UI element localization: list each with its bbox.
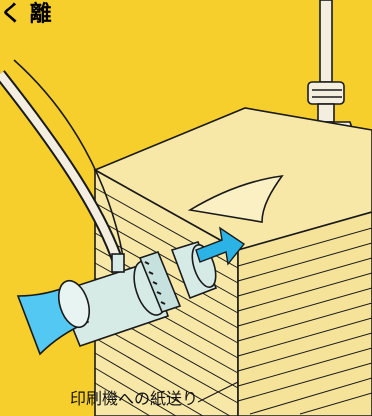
illustration-caption: 印刷機への紙送り xyxy=(70,386,198,412)
air-hose xyxy=(0,60,124,262)
paper-stack xyxy=(95,108,372,416)
page-heading: く 離 xyxy=(0,0,52,30)
